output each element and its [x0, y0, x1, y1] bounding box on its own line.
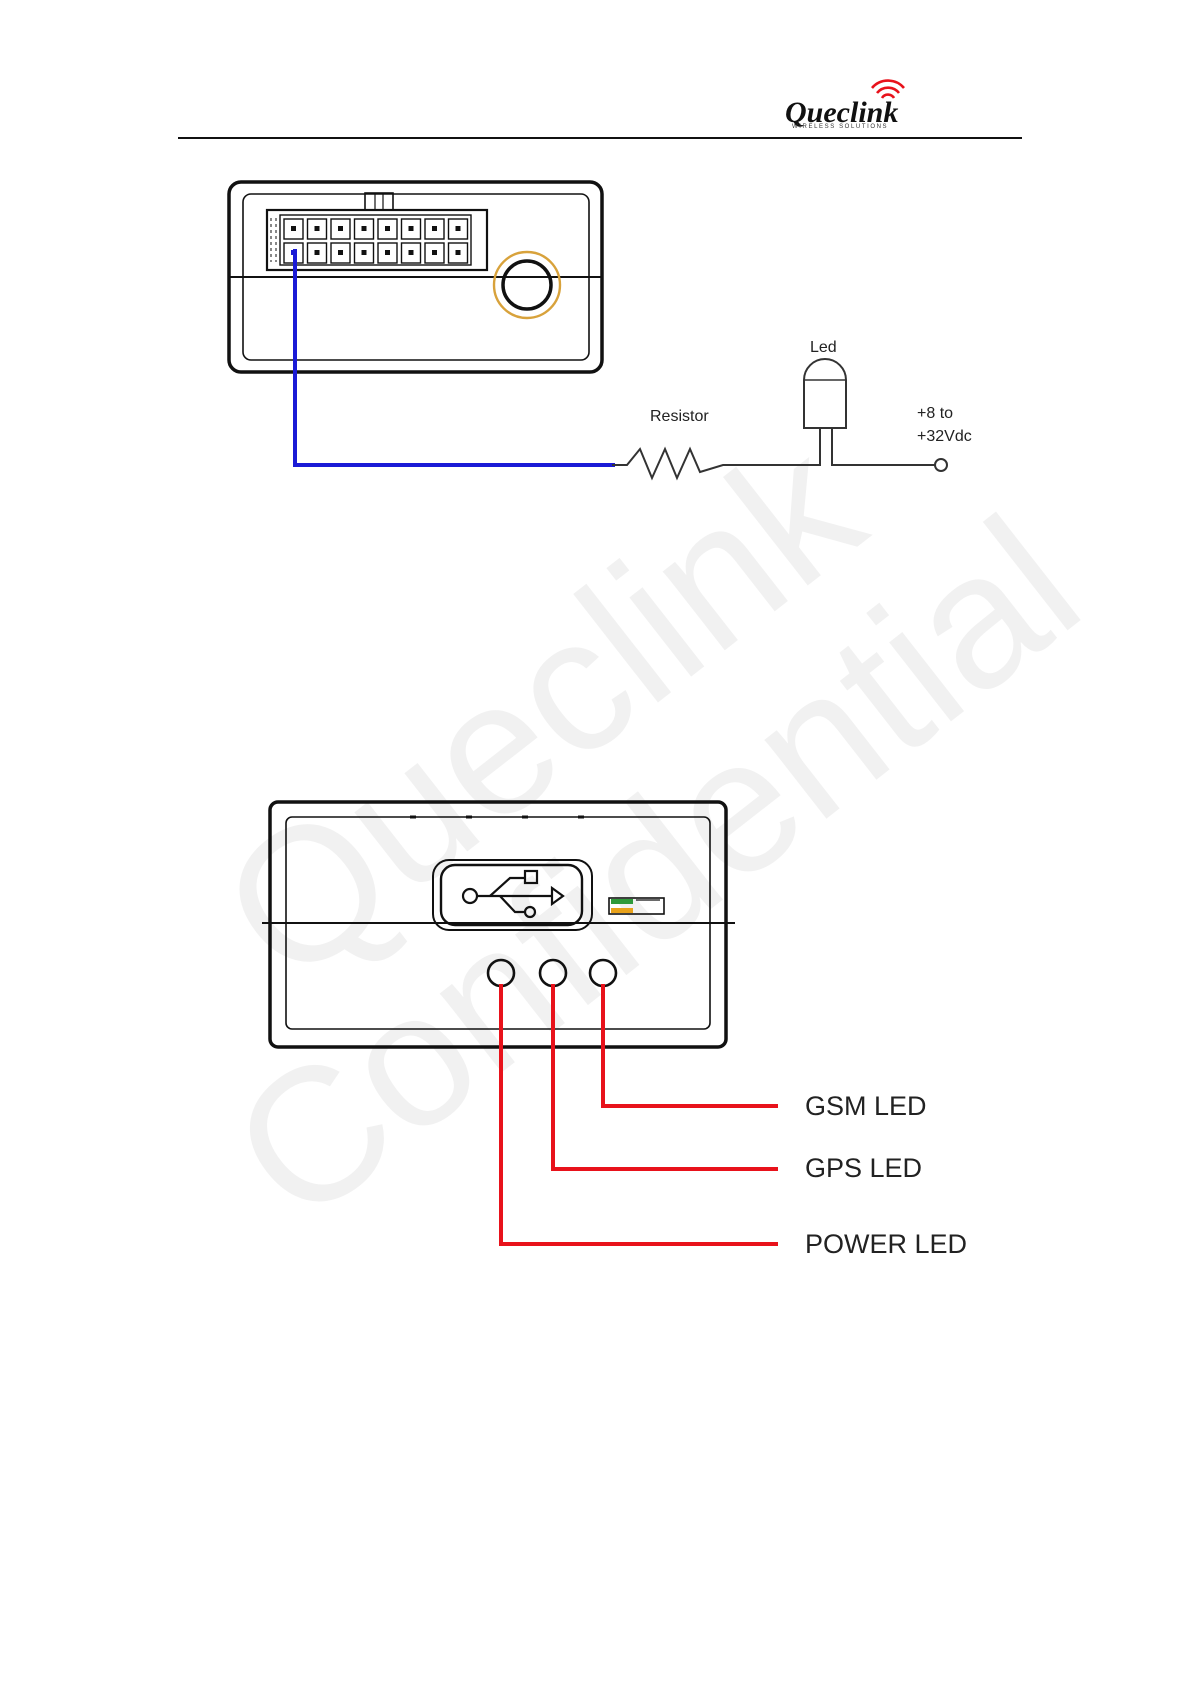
- connector-pin-contact: [456, 226, 461, 231]
- led-label: Led: [810, 339, 837, 356]
- voltage-label-line2: +32Vdc: [917, 428, 972, 445]
- logo-tagline: WIRELESS SOLUTIONS: [792, 124, 888, 130]
- confidential-watermark: Queclink Confidential: [185, 400, 1116, 1263]
- connector-pin-contact: [291, 226, 296, 231]
- resistor-label: Resistor: [650, 408, 709, 425]
- device-button: [494, 252, 560, 318]
- connector-pin-contact: [315, 226, 320, 231]
- connector-pin-contact: [362, 250, 367, 255]
- queclink-logo: Queclink WIRELESS SOLUTIONS: [785, 81, 904, 130]
- device-connector-side: [229, 182, 602, 372]
- signal-wire-blue: [295, 249, 615, 465]
- power-led-label: POWER LED: [805, 1229, 967, 1259]
- connector-pin-contact: [315, 250, 320, 255]
- connector-pin-contact: [385, 226, 390, 231]
- connector-pin-contact: [432, 226, 437, 231]
- gsm-led-label: GSM LED: [805, 1091, 927, 1121]
- gps-led-label: GPS LED: [805, 1153, 922, 1183]
- connector-pin-contact: [338, 226, 343, 231]
- voltage-label-line1: +8 to: [917, 405, 953, 422]
- connector-16-pin: [267, 210, 487, 270]
- connector-pin-contact: [362, 226, 367, 231]
- connector-pin-contact: [409, 250, 414, 255]
- connector-pin-contact: [338, 250, 343, 255]
- connector-pin-contact: [385, 250, 390, 255]
- connector-pin-contact: [409, 226, 414, 231]
- connector-pin-contact: [456, 250, 461, 255]
- connector-pin-contact: [432, 250, 437, 255]
